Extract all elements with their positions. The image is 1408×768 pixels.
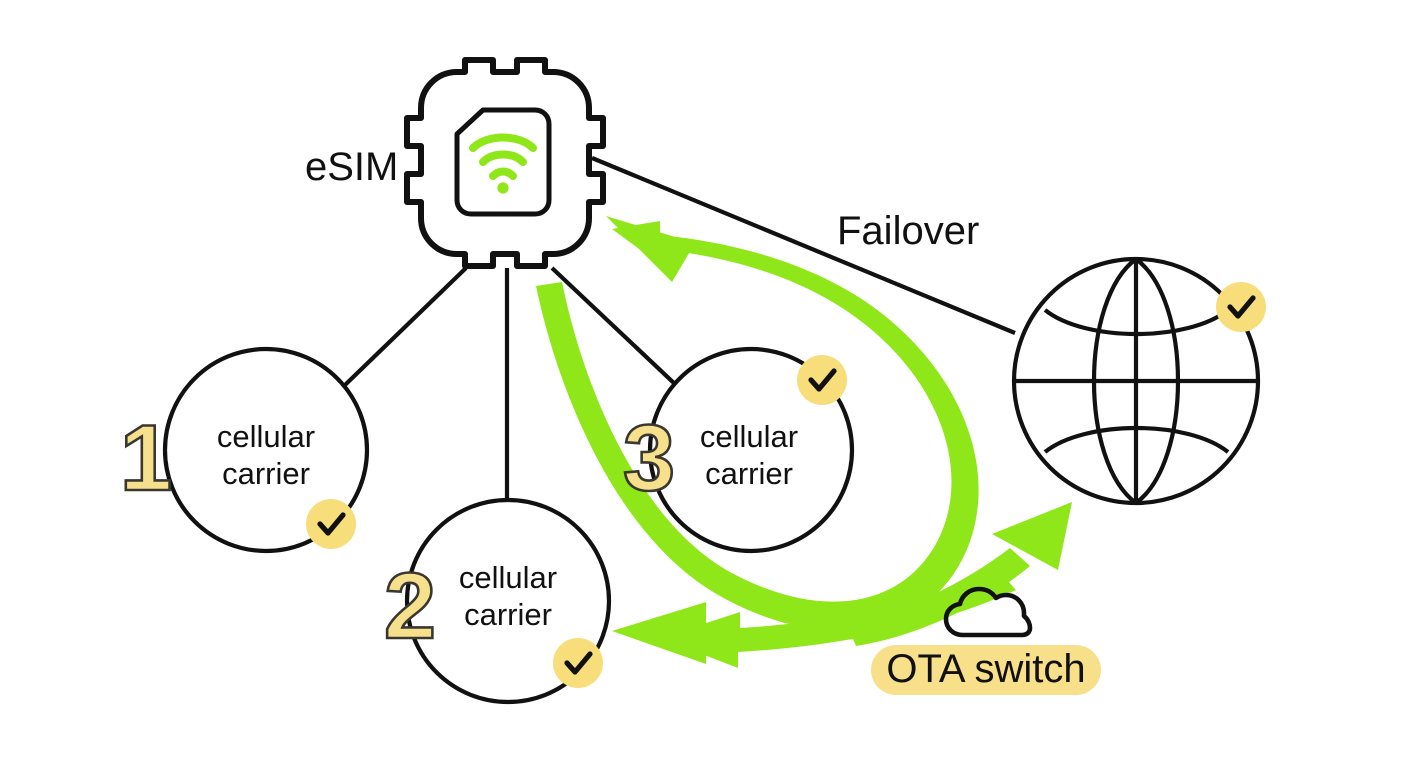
ota-switch-badge[interactable]: OTA switch (871, 645, 1101, 695)
arrow-loop-to-chip (536, 221, 979, 631)
globe-latitude-north (1043, 308, 1230, 336)
carrier-3-number: 3 (623, 405, 675, 510)
cloud-icon (943, 586, 1033, 638)
arrow-ota-to-globe (846, 548, 1030, 646)
carrier-3-verified-badge (797, 355, 847, 405)
connector-lines (343, 156, 1016, 500)
esim-chip-icon (404, 57, 606, 269)
arrowhead-to-carrier-2 (612, 602, 706, 664)
carrier-2-label-line1: cellular (459, 560, 557, 595)
globe-meridian-left (1091, 257, 1138, 505)
badge-circle (553, 638, 603, 688)
carrier-2-verified-badge (553, 638, 603, 688)
line-chip-to-globe (591, 156, 1016, 335)
carrier-node-1: cellular carrier 1 (119, 346, 370, 554)
carrier-3-circle (647, 346, 855, 554)
badge-circle (797, 355, 847, 405)
globe-latitude-south (1043, 426, 1230, 454)
ota-switch-pill[interactable] (871, 645, 1101, 695)
check-icon (317, 512, 346, 536)
carrier-1-label-line1: cellular (217, 419, 315, 454)
arrowhead-to-chip (606, 216, 695, 282)
carrier-1-label-line2: carrier (222, 456, 310, 491)
carrier-1-verified-badge (306, 499, 356, 549)
line-chip-to-carrier-1 (343, 266, 468, 387)
green-arrows (536, 216, 1072, 668)
check-icon (808, 368, 837, 392)
carrier-node-3: cellular carrier 3 (622, 346, 855, 554)
carrier-2-circle (404, 497, 612, 705)
badge-circle (306, 499, 356, 549)
arrowhead-to-globe (992, 502, 1072, 570)
ota-switch-label: OTA switch (886, 647, 1085, 691)
carrier-1-circle (162, 346, 370, 554)
carrier-node-2: cellular carrier 2 (383, 497, 612, 705)
failover-label: Failover (837, 209, 979, 253)
carrier-2-label-line2: carrier (464, 597, 552, 632)
carrier-2-number: 2 (384, 553, 436, 658)
line-chip-to-carrier-3 (550, 266, 678, 387)
badge-circle (1216, 282, 1266, 332)
check-icon (1227, 295, 1256, 319)
carrier-1-number: 1 (120, 405, 172, 510)
carrier-3-label-line1: cellular (700, 419, 798, 454)
carrier-3-label-line2: carrier (705, 456, 793, 491)
wifi-signal-icon (469, 133, 537, 194)
esim-label: eSIM (305, 145, 398, 189)
check-icon (564, 651, 593, 675)
globe-icon (1011, 256, 1266, 506)
globe-meridian-right (1134, 257, 1181, 505)
arrow-ota-to-carrier-2 (660, 572, 1016, 668)
globe-verified-badge (1216, 282, 1266, 332)
